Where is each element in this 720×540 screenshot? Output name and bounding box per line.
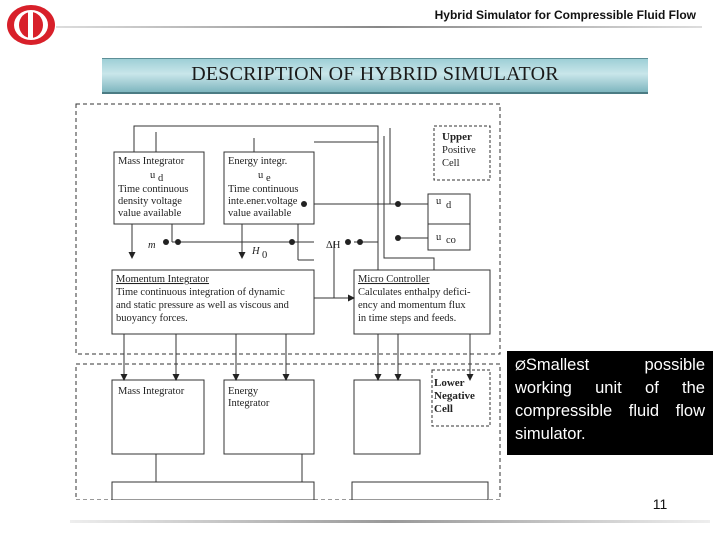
bullet-text: Smallest possible working unit of the co… bbox=[515, 356, 705, 443]
energy-integrator-top-line-2: inte.ener.voltage bbox=[228, 196, 298, 207]
energy-integrator-top-text: Energy integr. u e Time continuous inte.… bbox=[228, 156, 299, 219]
upper-cell-box bbox=[433, 125, 491, 181]
momentum-integrator-block bbox=[111, 269, 315, 335]
momentum-integrator-line-1: Time continuous integration of dynamic bbox=[116, 287, 285, 298]
m-dot-label: m bbox=[148, 240, 156, 251]
slide-title: DESCRIPTION OF HYBRID SIMULATOR bbox=[191, 63, 559, 85]
micro-controller-block bbox=[353, 269, 491, 335]
hybrid-simulator-block-diagram: Mass Integrator u d Time continuous dens… bbox=[75, 103, 501, 500]
ud-label: u bbox=[436, 196, 442, 207]
lower-cell-text: Lower Negative Cell bbox=[434, 377, 475, 415]
bullet-callout: ØSmallest possible working unit of the c… bbox=[507, 351, 713, 455]
footer-divider bbox=[70, 520, 710, 523]
energy-integrator-top-title: Energy integr. bbox=[228, 156, 287, 167]
micro-controller-line-3: in time steps and feeds. bbox=[358, 313, 456, 324]
delta-h-label: ΔH bbox=[326, 240, 341, 251]
header-divider bbox=[56, 26, 702, 28]
energy-integrator-bottom-line-2: Integrator bbox=[228, 398, 270, 409]
mass-integrator-top-text: Mass Integrator u d Time continuous dens… bbox=[118, 156, 189, 219]
mass-integrator-bottom-title: Mass Integrator bbox=[118, 386, 185, 397]
upper-cell-text: Upper Positive Cell bbox=[442, 131, 476, 169]
lower-controller-block bbox=[353, 379, 421, 455]
micro-controller-line-1: Calculates enthalpy defici- bbox=[358, 287, 471, 298]
momentum-integrator-line-3: buoyancy forces. bbox=[116, 313, 188, 324]
university-logo-icon bbox=[7, 5, 55, 45]
lower-cell-line-1: Lower bbox=[434, 377, 465, 389]
lower-cell-boundary bbox=[75, 363, 501, 500]
energy-integrator-top-u: u bbox=[258, 170, 264, 181]
h0-label-sub: 0 bbox=[262, 250, 267, 261]
lower-momentum-block bbox=[111, 481, 315, 500]
mass-integrator-top-u-sub: d bbox=[158, 173, 164, 184]
uco-label-sub: co bbox=[446, 235, 456, 246]
upper-cell-line-2: Positive bbox=[442, 145, 476, 156]
upper-cell-boundary bbox=[75, 103, 501, 355]
energy-integrator-top-block bbox=[223, 151, 315, 225]
energy-integrator-bottom-block bbox=[223, 379, 315, 455]
uco-label: u bbox=[436, 232, 442, 243]
lower-cell-line-3: Cell bbox=[434, 403, 453, 415]
h0-label: H bbox=[251, 246, 261, 257]
ud-label-sub: d bbox=[446, 200, 452, 211]
micro-controller-title: Micro Controller bbox=[358, 274, 430, 285]
momentum-integrator-title: Momentum Integrator bbox=[116, 274, 210, 285]
mass-integrator-top-u: u bbox=[150, 170, 156, 181]
mass-integrator-top-line-3: value available bbox=[118, 208, 182, 219]
momentum-integrator-line-2: and static pressure as well as viscous a… bbox=[116, 300, 290, 311]
lower-cell-box bbox=[431, 369, 491, 427]
energy-integrator-bottom-line-1: Energy bbox=[228, 386, 259, 397]
lower-micro-block bbox=[351, 481, 489, 500]
lower-cell-line-2: Negative bbox=[434, 390, 475, 402]
micro-controller-text: Micro Controller Calculates enthalpy def… bbox=[358, 274, 471, 324]
micro-controller-line-2: ency and momentum flux bbox=[358, 300, 466, 311]
momentum-integrator-text: Momentum Integrator Time continuous inte… bbox=[116, 274, 290, 324]
uco-block bbox=[427, 223, 471, 251]
slide-title-bar bbox=[102, 58, 648, 94]
page-number: 11 bbox=[652, 496, 668, 512]
mass-integrator-top-title: Mass Integrator bbox=[118, 156, 185, 167]
upper-cell-line-1: Upper bbox=[442, 131, 472, 143]
upper-cell-line-3: Cell bbox=[442, 158, 460, 169]
energy-integrator-top-u-sub: e bbox=[266, 173, 271, 184]
energy-integrator-top-line-3: value available bbox=[228, 208, 292, 219]
mass-integrator-top-block bbox=[113, 151, 205, 225]
energy-integrator-top-line-1: Time continuous bbox=[228, 184, 299, 195]
header-title: Hybrid Simulator for Compressible Fluid … bbox=[434, 8, 696, 22]
mass-integrator-bottom-block bbox=[111, 379, 205, 455]
mass-integrator-top-line-2: density voltage bbox=[118, 196, 182, 207]
bullet-arrow-icon: Ø bbox=[515, 357, 526, 373]
mass-integrator-top-line-1: Time continuous bbox=[118, 184, 189, 195]
